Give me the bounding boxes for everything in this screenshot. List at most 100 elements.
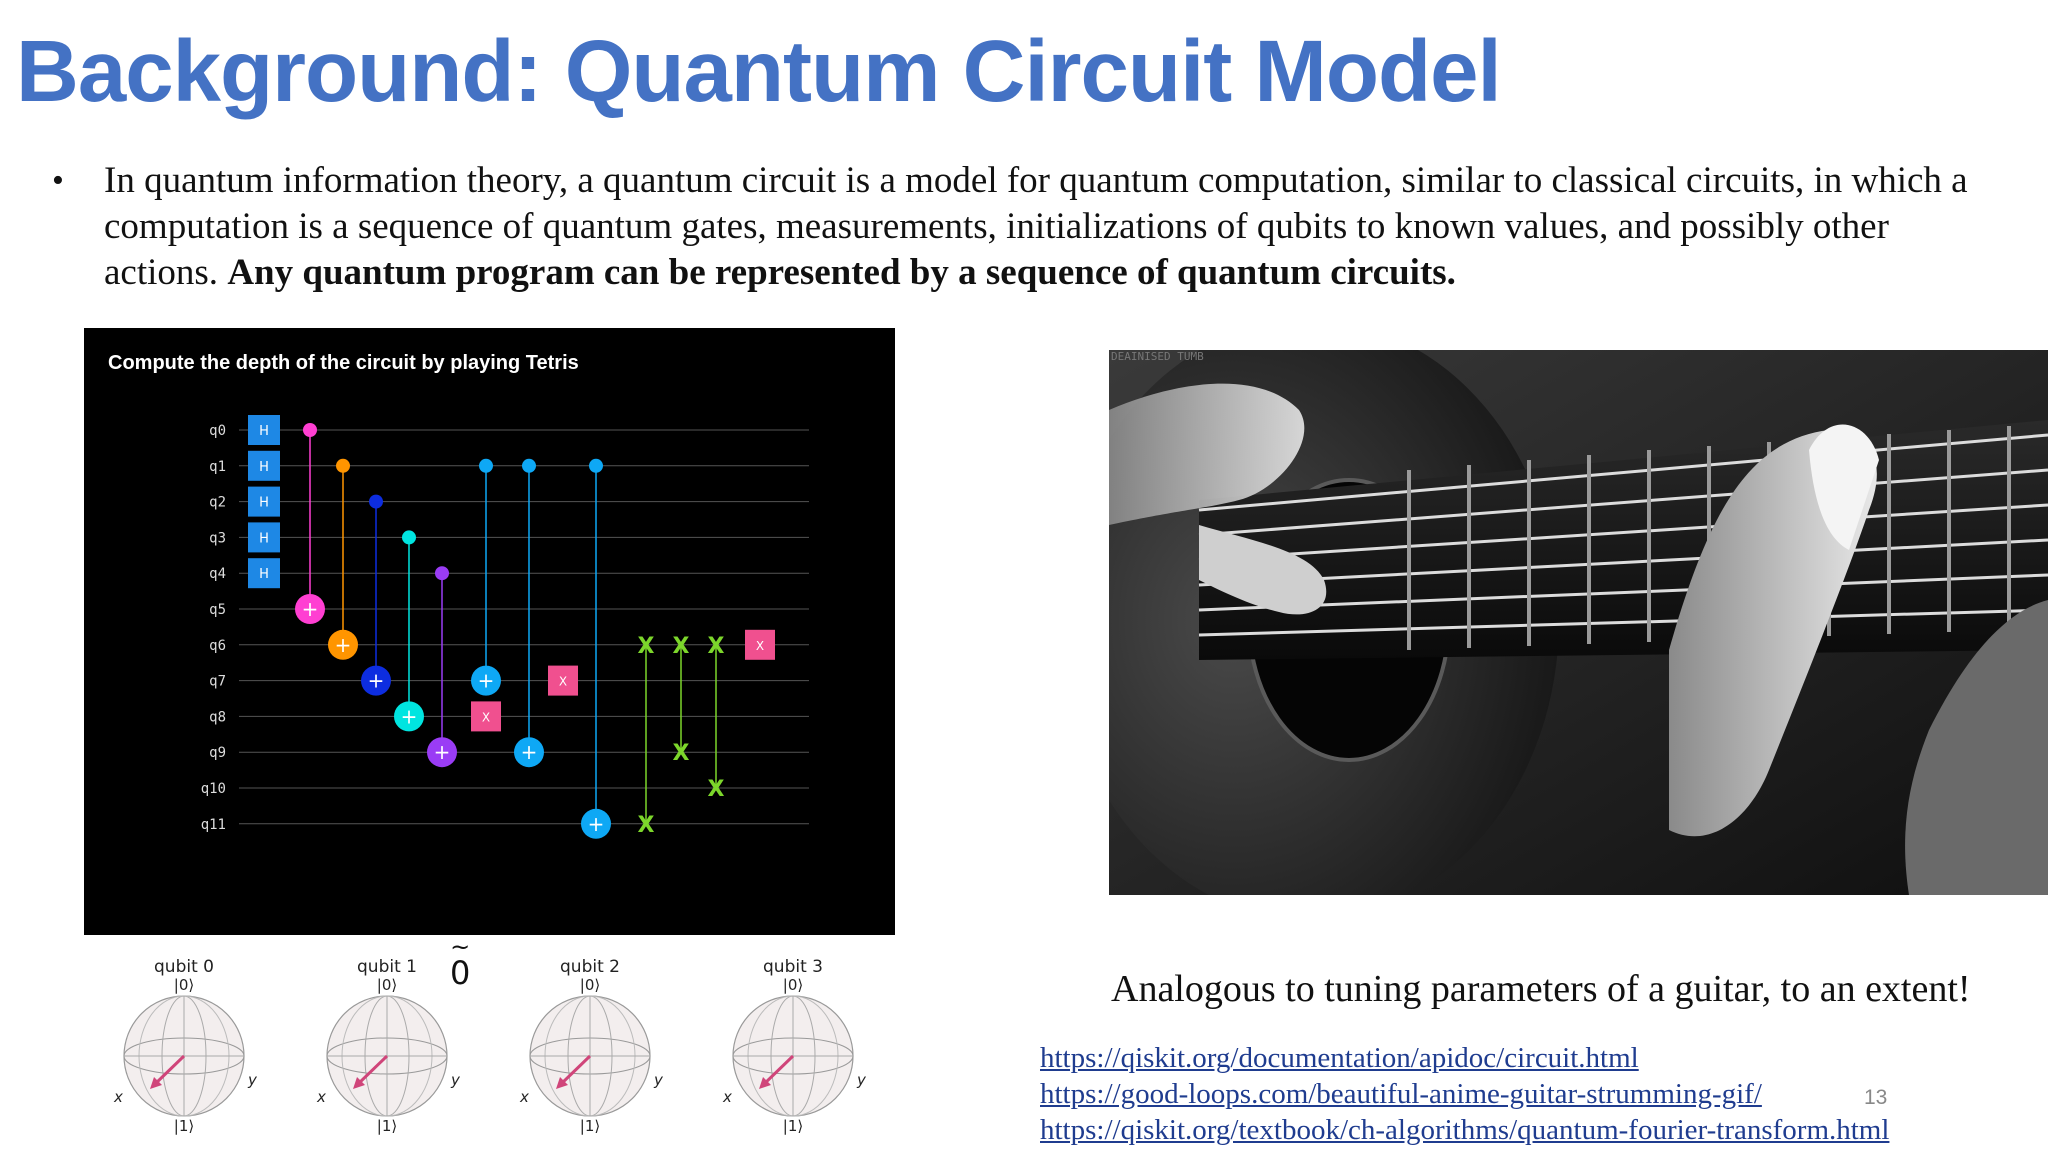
cnot-target-symbol: + bbox=[478, 669, 495, 693]
cnot-target bbox=[581, 808, 611, 839]
guitar-strings bbox=[1198, 433, 2048, 637]
hadamard-label: H bbox=[259, 460, 269, 475]
cnot-target bbox=[295, 594, 325, 624]
cnot-target-symbol: + bbox=[302, 597, 319, 621]
state-vector bbox=[152, 1054, 186, 1087]
x-axis-label: x bbox=[723, 1088, 732, 1106]
qubit-label: q5 bbox=[209, 602, 226, 618]
hadamard-gate bbox=[248, 415, 280, 445]
thumb bbox=[1809, 424, 1879, 550]
cnot-target-symbol: + bbox=[434, 740, 451, 764]
cnot-control-dot bbox=[589, 458, 603, 473]
qubit-label: q11 bbox=[201, 817, 226, 833]
swap-marker: X bbox=[638, 634, 655, 659]
cnot-control-dot bbox=[402, 530, 416, 545]
cnot-control-dot bbox=[369, 494, 383, 509]
bloch-label: qubit 2 bbox=[560, 957, 620, 977]
state-vector-arrowhead bbox=[759, 1077, 771, 1089]
bloch-sphere-qubit-3: qubit 3 |0⟩ x y |1⟩ bbox=[703, 945, 883, 1145]
x-gate-label: X bbox=[756, 639, 764, 653]
qubit-label: q6 bbox=[209, 638, 226, 654]
y-axis-label: y bbox=[451, 1071, 460, 1089]
hadamard-gate bbox=[248, 486, 280, 517]
bullet-body: In quantum information theory, a quantum… bbox=[104, 160, 1968, 293]
cnot-target bbox=[427, 737, 457, 768]
state-vector-arrowhead bbox=[353, 1077, 365, 1089]
ket-zero-label: |0⟩ bbox=[376, 976, 398, 994]
qubit-label: q9 bbox=[209, 745, 226, 761]
cnot-target-symbol: + bbox=[401, 704, 418, 728]
slide-title: Background: Quantum Circuit Model bbox=[16, 23, 1502, 120]
bloch-sphere-icon bbox=[732, 995, 854, 1117]
cnot-target bbox=[514, 737, 544, 768]
qubit-label: q4 bbox=[209, 566, 226, 582]
finger bbox=[1199, 525, 1327, 615]
bloch-label: qubit 0 bbox=[154, 957, 214, 977]
qubit-label: q7 bbox=[209, 674, 226, 690]
x-gate-label: X bbox=[559, 675, 567, 689]
tilde-zero-symbol: ~ 0 bbox=[450, 933, 471, 992]
x-gate-label: X bbox=[482, 710, 490, 724]
reference-links: https://qiskit.org/documentation/apidoc/… bbox=[1040, 1040, 1889, 1148]
hadamard-label: H bbox=[259, 531, 269, 546]
cnot-target-symbol: + bbox=[588, 812, 605, 836]
guitar-illustration bbox=[1109, 350, 2048, 895]
cnot-target bbox=[471, 665, 501, 696]
swap-marker: X bbox=[638, 813, 655, 838]
quantum-circuit-diagram: q0q1q2q3q4q5q6q7q8q9q10q11HHHHH++++++++X… bbox=[201, 415, 809, 839]
link-guitar-gif[interactable]: https://good-loops.com/beautiful-anime-g… bbox=[1040, 1078, 1762, 1110]
tilde-mark: ~ bbox=[450, 933, 471, 961]
state-vector bbox=[355, 1054, 389, 1087]
hadamard-gate bbox=[248, 558, 280, 589]
qubit-label: q3 bbox=[209, 530, 226, 546]
ket-one-label: |1⟩ bbox=[376, 1117, 398, 1135]
zero-digit: 0 bbox=[450, 954, 471, 992]
bloch-sphere-qubit-0: qubit 0 |0⟩ x y |1⟩ bbox=[94, 945, 274, 1145]
hadamard-label: H bbox=[259, 496, 269, 511]
x-axis-label: x bbox=[520, 1088, 529, 1106]
qubit-label: q2 bbox=[209, 495, 226, 511]
fingers bbox=[1905, 600, 2048, 895]
cnot-target-symbol: + bbox=[368, 669, 385, 693]
ket-one-label: |1⟩ bbox=[579, 1117, 601, 1135]
bloch-label: qubit 3 bbox=[763, 957, 823, 977]
swap-marker: X bbox=[673, 634, 690, 659]
swap-marker: X bbox=[708, 777, 725, 802]
bloch-sphere-row: qubit 0 |0⟩ x y |1⟩ qubit 1 |0⟩ x y |1⟩ … bbox=[84, 945, 895, 1145]
bloch-sphere-icon bbox=[529, 995, 651, 1117]
hadamard-gate bbox=[248, 450, 280, 481]
swap-marker: X bbox=[708, 634, 725, 659]
hadamard-label: H bbox=[259, 567, 269, 582]
guitar-frets bbox=[1407, 426, 2011, 650]
swap-marker: X bbox=[673, 741, 690, 766]
hadamard-gate bbox=[248, 522, 280, 553]
image-watermark: DEAINISED TUMB bbox=[1111, 350, 1204, 363]
x-axis-label: x bbox=[317, 1088, 326, 1106]
bloch-sphere-qubit-2: qubit 2 |0⟩ x y |1⟩ bbox=[500, 945, 680, 1145]
y-axis-label: y bbox=[248, 1071, 257, 1089]
link-qiskit-circuit[interactable]: https://qiskit.org/documentation/apidoc/… bbox=[1040, 1042, 1639, 1074]
bloch-label: qubit 1 bbox=[357, 957, 417, 977]
cnot-target-symbol: + bbox=[521, 740, 538, 764]
cnot-target bbox=[328, 629, 358, 660]
y-axis-label: y bbox=[857, 1071, 866, 1089]
qubit-label: q1 bbox=[209, 459, 226, 475]
x-gate bbox=[745, 629, 775, 660]
cnot-control-dot bbox=[522, 458, 536, 473]
fretting-hand bbox=[1669, 429, 1877, 837]
cnot-target bbox=[361, 665, 391, 696]
qubit-label: q8 bbox=[209, 709, 226, 725]
ket-zero-label: |0⟩ bbox=[782, 976, 804, 994]
x-gate bbox=[548, 665, 578, 696]
state-vector-arrowhead bbox=[150, 1077, 162, 1089]
bloch-sphere-icon bbox=[326, 995, 448, 1117]
ket-one-label: |1⟩ bbox=[782, 1117, 804, 1135]
state-vector-arrowhead bbox=[556, 1077, 568, 1089]
circuit-caption: Compute the depth of the circuit by play… bbox=[108, 352, 579, 374]
bloch-sphere-icon bbox=[123, 995, 245, 1117]
link-qft-textbook[interactable]: https://qiskit.org/textbook/ch-algorithm… bbox=[1040, 1114, 1890, 1146]
ket-zero-label: |0⟩ bbox=[173, 976, 195, 994]
state-vector bbox=[558, 1054, 592, 1087]
x-axis-label: x bbox=[114, 1088, 123, 1106]
